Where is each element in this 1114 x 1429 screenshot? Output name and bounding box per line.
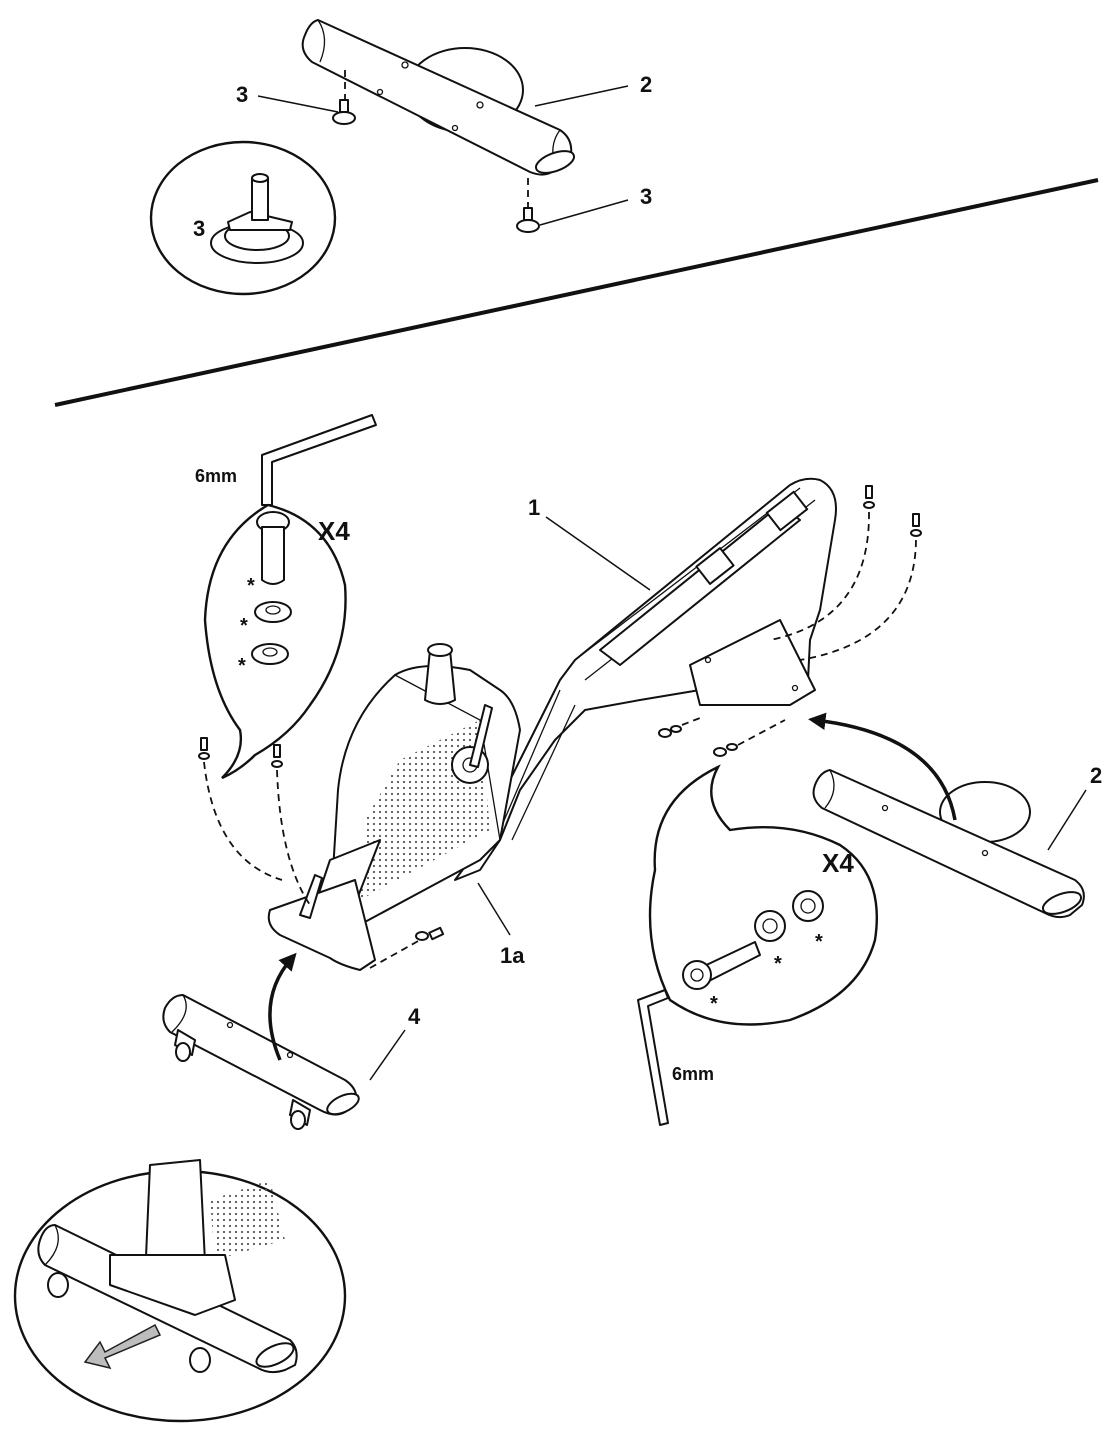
label-leveler-right: 3 <box>640 184 652 209</box>
allen-key-icon <box>637 989 669 1126</box>
label-frame-sub: 1a <box>500 943 525 968</box>
label-rear-stabilizer: 2 <box>640 72 652 97</box>
label-frame: 1 <box>528 495 540 520</box>
note-washer-left-1: * <box>240 615 248 637</box>
label-tool-size-right: 6mm <box>672 1064 714 1084</box>
frame <box>267 477 837 971</box>
transport-wheel-icon <box>289 1099 311 1130</box>
transport-wheel-icon <box>174 1029 196 1062</box>
label-tool-size-left: 6mm <box>195 466 237 486</box>
bolt-icon <box>713 743 738 757</box>
bolt-icon <box>910 513 922 537</box>
rear-bolt-detail-bubble: X4 * * * <box>648 764 879 1026</box>
allen-key-icon <box>261 414 377 506</box>
label-leveler: 3 <box>236 82 248 107</box>
bolt-icon <box>198 737 210 760</box>
section-divider <box>54 178 1099 407</box>
label-quantity-left: X4 <box>318 516 350 546</box>
direction-arrow-icon <box>83 1323 162 1370</box>
note-bolt-left: * <box>247 575 255 597</box>
note-washer-left-2: * <box>238 655 246 677</box>
bolt-icon <box>863 485 875 509</box>
rear-stabilizer-top <box>301 19 576 176</box>
leveler-foot-icon <box>332 99 356 125</box>
front-stabilizer <box>162 994 360 1116</box>
label-leveler-detail: 3 <box>193 216 205 241</box>
transport-detail-bubble <box>13 1159 347 1423</box>
note-bolt-right: * <box>710 993 718 1015</box>
label-front-stabilizer: 4 <box>408 1004 421 1029</box>
note-washer-right-1: * <box>774 953 782 975</box>
note-washer-right-2: * <box>815 931 823 953</box>
label-quantity-right: X4 <box>822 848 854 878</box>
front-bolt-detail-bubble: X4 * * * <box>203 503 350 780</box>
bolt-icon <box>271 744 283 768</box>
rear-stabilizer <box>812 769 1085 919</box>
leveler-foot-icon <box>516 207 540 233</box>
label-rear-stabilizer-main: 2 <box>1090 763 1102 788</box>
leveler-detail-bubble: 3 <box>149 140 337 296</box>
bolt-icon <box>658 725 682 738</box>
bolt-icon <box>415 926 445 941</box>
